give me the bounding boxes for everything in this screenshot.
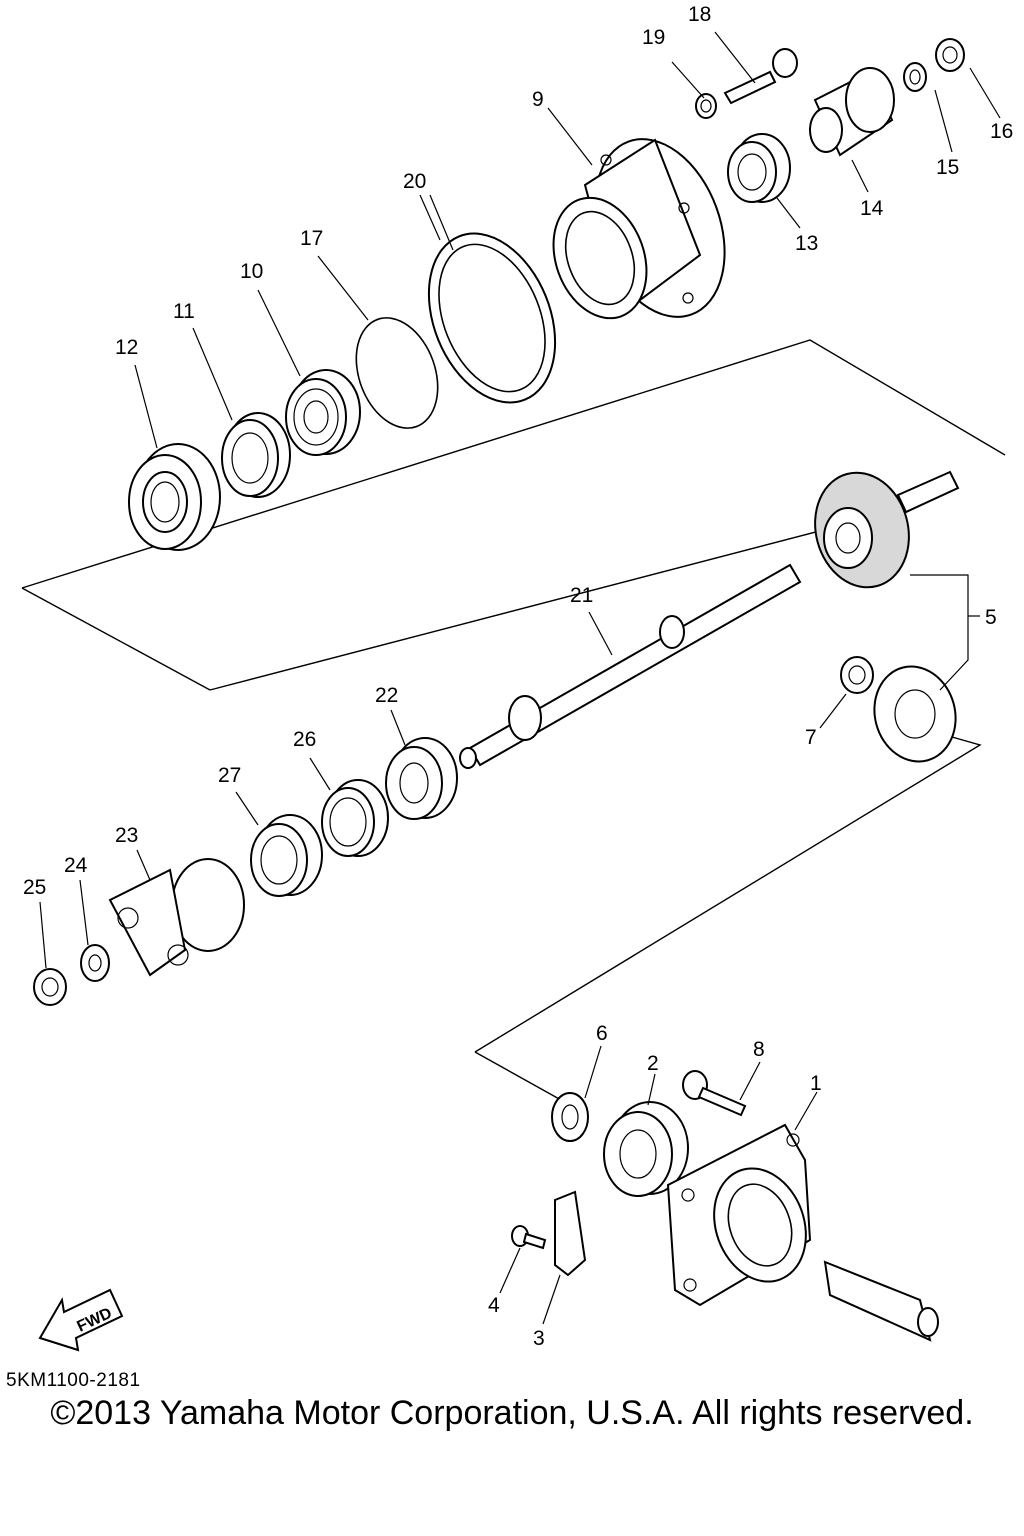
part-5-gear-set [814, 470, 960, 763]
callout-24: 24 [64, 854, 88, 877]
callout-13: 13 [795, 232, 818, 255]
part-3-plate [554, 1190, 587, 1277]
callout-23: 23 [115, 824, 138, 847]
callout-labels: 1 2 3 4 5 6 7 8 9 10 11 12 13 14 15 16 1… [23, 3, 1013, 1350]
part-12-bearing [128, 443, 221, 551]
part-19-washer [695, 93, 717, 119]
callout-11: 11 [173, 300, 195, 323]
callout-5: 5 [985, 606, 997, 629]
part-2-bearing [603, 1101, 689, 1197]
output-shaft [823, 1260, 939, 1342]
part-17-o-ring [355, 317, 439, 429]
assembly-outline-lower [474, 734, 982, 1106]
part-27-oil-seal [250, 814, 323, 897]
callout-25: 25 [23, 876, 46, 899]
part-16-nut [935, 38, 965, 72]
callout-15: 15 [936, 156, 959, 179]
part-24-washer [80, 944, 110, 982]
fwd-arrow-icon: FWD [38, 1288, 124, 1352]
part-10-ball-bearing [285, 369, 361, 456]
part-1-housing [666, 1123, 812, 1307]
part-4-screw [511, 1225, 547, 1250]
callout-14: 14 [860, 197, 884, 220]
callout-9: 9 [532, 88, 544, 111]
part-9-housing [552, 138, 726, 320]
callout-4: 4 [488, 1294, 500, 1317]
part-13-bearing [727, 133, 791, 203]
callout-26: 26 [293, 728, 316, 751]
part-20-gasket [427, 232, 557, 404]
callout-18: 18 [688, 3, 711, 26]
part-14-coupling [809, 67, 895, 157]
callout-22: 22 [375, 684, 398, 707]
callout-8: 8 [753, 1038, 765, 1061]
callout-19: 19 [642, 26, 665, 49]
part-23-yoke [108, 858, 245, 977]
part-26-ring-nut [321, 779, 389, 857]
part-25-nut [33, 968, 67, 1006]
part-11-collar [221, 412, 291, 498]
assembly-outline-upper [21, 339, 1006, 691]
part-7-nut [840, 656, 874, 694]
callout-20: 20 [403, 170, 426, 193]
copyright-notice: ©2013 Yamaha Motor Corporation, U.S.A. A… [50, 1394, 974, 1432]
callout-10: 10 [240, 260, 263, 283]
callout-7: 7 [805, 726, 817, 749]
callout-2: 2 [647, 1052, 659, 1075]
part-22-bearing [385, 737, 458, 820]
callout-27: 27 [218, 764, 241, 787]
callout-3: 3 [533, 1327, 545, 1350]
part-21-shaft [459, 563, 802, 769]
diagram-code: 5KM1100-2181 [6, 1370, 141, 1391]
callout-17: 17 [300, 227, 323, 250]
callout-1: 1 [810, 1072, 822, 1095]
part-15-washer [903, 62, 927, 92]
callout-16: 16 [990, 120, 1013, 143]
leader-lines [39, 31, 1001, 1325]
part-8-bolt [682, 1070, 747, 1117]
part-6-washer [551, 1092, 589, 1142]
callout-12: 12 [115, 336, 138, 359]
callout-21: 21 [570, 584, 593, 607]
part-18-bolt [723, 48, 798, 105]
callout-6: 6 [596, 1022, 608, 1045]
